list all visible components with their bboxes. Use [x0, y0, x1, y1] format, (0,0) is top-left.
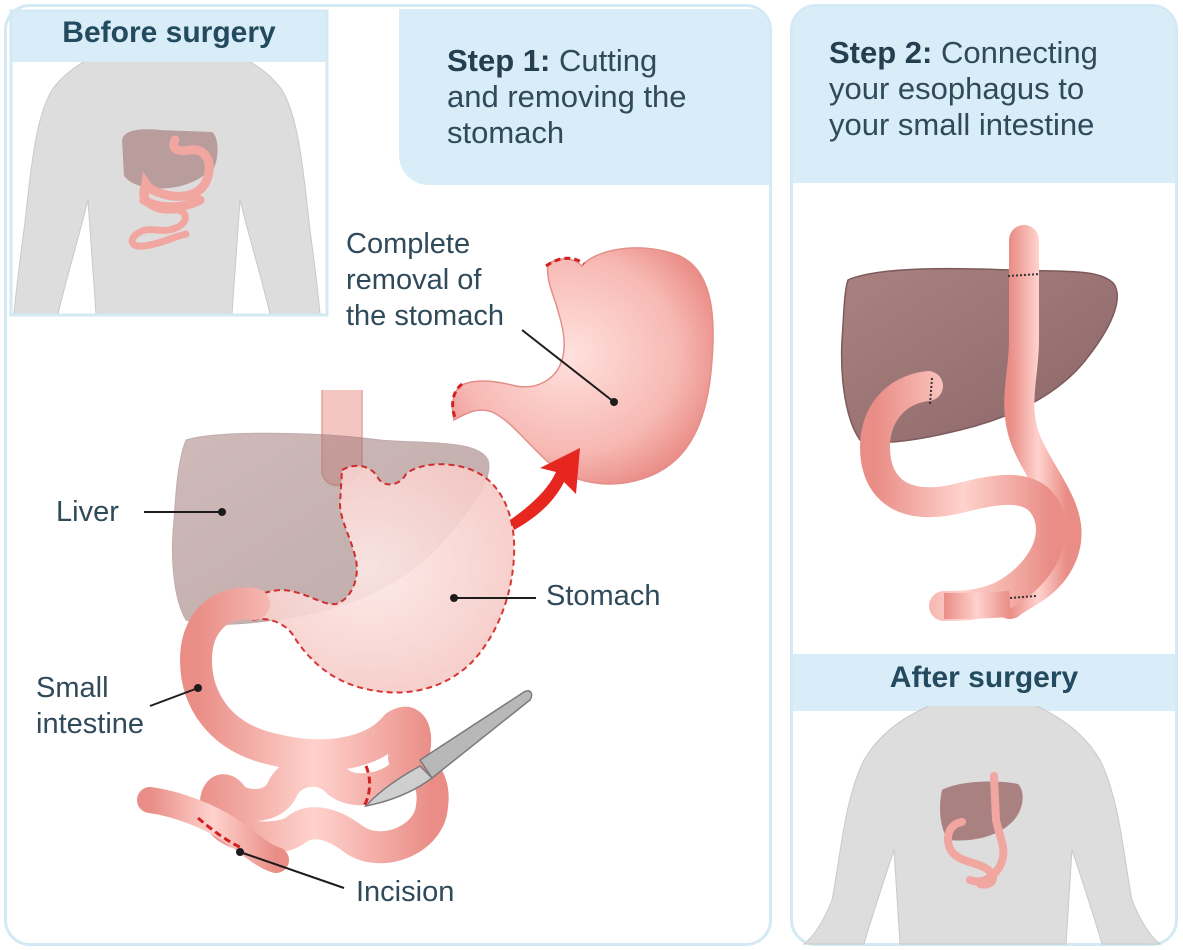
leader-intestine-dot [194, 684, 202, 692]
label-complete-removal-line2: removal of [346, 264, 481, 296]
leader-removal-dot [610, 398, 618, 406]
label-complete-removal-line1: Complete [346, 228, 470, 260]
leader-incision [240, 852, 344, 888]
leader-incision-dot [236, 848, 244, 856]
arrow-icon [510, 448, 580, 530]
leader-stomach-dot [450, 594, 458, 602]
after-surgery-title: After surgery [793, 661, 1175, 695]
label-complete-removal-line3: the stomach [346, 300, 504, 332]
label-stomach: Stomach [546, 578, 660, 614]
label-liver: Liver [56, 494, 119, 530]
before-surgery-title: Before surgery [10, 16, 328, 50]
label-small-intestine-line1: Small [36, 672, 109, 704]
step2-drawing [842, 240, 1118, 606]
leader-liver-dot [218, 508, 226, 516]
label-complete-removal: Complete removal of the stomach [346, 226, 504, 334]
label-small-intestine: Small intestine [36, 670, 144, 742]
step2-intestine-tail [944, 604, 1010, 606]
label-incision: Incision [356, 874, 454, 910]
label-small-intestine-line2: intestine [36, 708, 144, 740]
